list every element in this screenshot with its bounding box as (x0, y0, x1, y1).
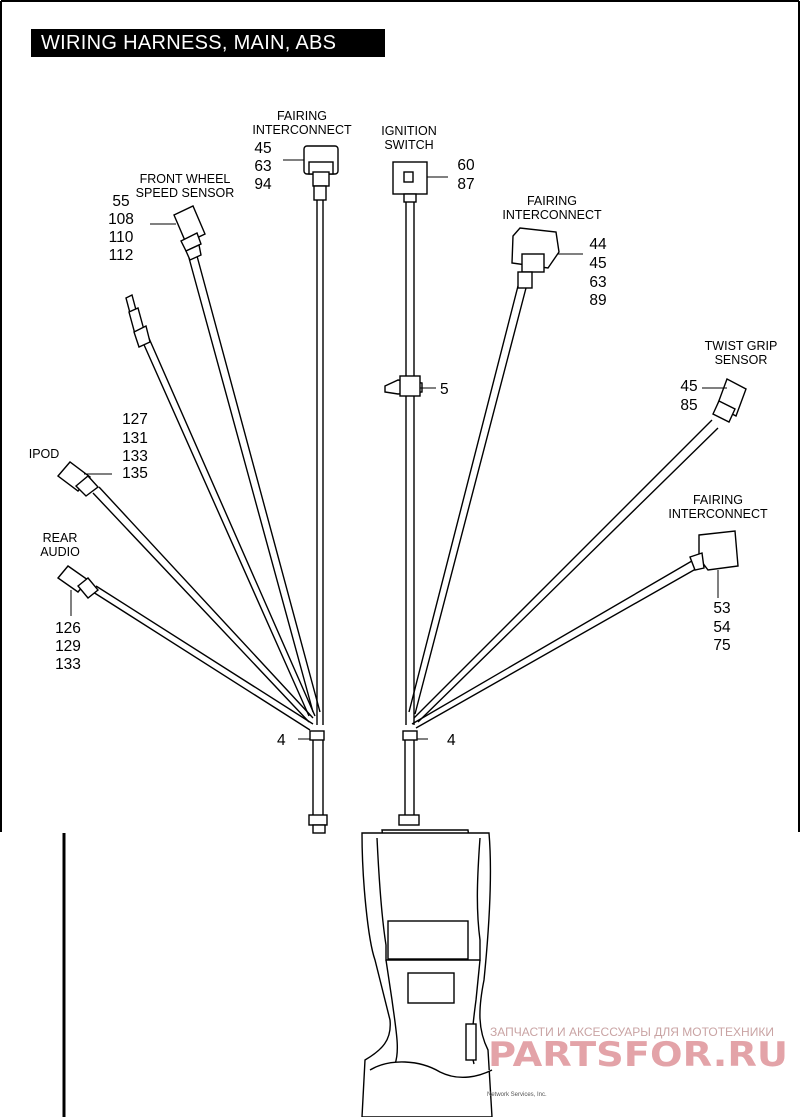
cable-tie-right (402, 730, 428, 741)
front-wheel-number: 112 (109, 247, 134, 264)
tie-left-number: 4 (277, 732, 286, 749)
fairing-right-label-line1: FAIRING (527, 194, 577, 208)
callout-front-wheel: FRONT WHEEL SPEED SENSOR 55 108 110 112 (108, 172, 234, 264)
page-title: WIRING HARNESS, MAIN, ABS (31, 29, 385, 57)
rear-audio-number: 133 (55, 656, 81, 673)
rear-audio-label-line2: AUDIO (40, 545, 80, 559)
ipod-connector (56, 461, 112, 497)
front-wheel-number: 108 (108, 211, 134, 228)
fairing-lower-label-line2: INTERCONNECT (668, 507, 768, 521)
ignition-switch-connector (392, 161, 448, 203)
fairing-top-number: 45 (254, 140, 271, 157)
callout-ignition: IGNITION SWITCH 60 87 (381, 124, 475, 193)
fairing-top-number: 94 (254, 176, 272, 193)
callout-fairing-lower: FAIRING INTERCONNECT 53 54 75 (668, 493, 768, 654)
twist-grip-number: 85 (680, 397, 697, 414)
ignition-label-line1: IGNITION (381, 124, 437, 138)
watermark-logo: PARTSFOR.RU (488, 1035, 788, 1075)
fairing-lower-connector (689, 530, 739, 598)
ipod-number: 135 (122, 465, 148, 482)
watermark: ЗАПЧАСТИ И АКСЕССУАРЫ ДЛЯ МОТОТЕХНИКИ PA… (488, 1025, 788, 1075)
fairing-top-label-line2: INTERCONNECT (252, 123, 352, 137)
callout-rear-audio: REAR AUDIO 126 129 133 (40, 531, 81, 673)
right-wire-bundle (404, 199, 719, 815)
fairing-lower-label-line1: FAIRING (693, 493, 743, 507)
fairing-right-connector (511, 227, 583, 289)
watermark-tagline: ЗАПЧАСТИ И АКСЕССУАРЫ ДЛЯ МОТОТЕХНИКИ (490, 1025, 774, 1039)
front-wheel-label-line2: SPEED SENSOR (136, 186, 235, 200)
antenna-pin-connector (125, 293, 151, 348)
twist-grip-label-line2: SENSOR (715, 353, 768, 367)
wire-clip (384, 375, 436, 397)
ipod-label: IPOD (29, 447, 60, 461)
main-harness-trunk (308, 814, 493, 1117)
fairing-right-label-line2: INTERCONNECT (502, 208, 602, 222)
callout-fairing-top: FAIRING INTERCONNECT 45 63 94 (252, 109, 352, 193)
cable-tie-left (298, 730, 325, 741)
front-wheel-label-line1: FRONT WHEEL (140, 172, 231, 186)
fairing-right-number: 45 (589, 255, 606, 272)
fairing-top-connector (283, 145, 339, 201)
ipod-number: 131 (122, 430, 148, 447)
clip-number: 5 (440, 381, 449, 398)
twist-grip-number: 45 (680, 378, 697, 395)
callout-twist-grip: TWIST GRIP SENSOR 45 85 (680, 339, 777, 414)
front-wheel-number: 55 (112, 193, 129, 210)
fairing-lower-number: 54 (713, 619, 731, 636)
tie-right-number: 4 (447, 732, 456, 749)
fairing-top-number: 63 (254, 158, 271, 175)
rear-audio-number: 129 (55, 638, 81, 655)
fairing-lower-number: 75 (713, 637, 730, 654)
rear-audio-label-line1: REAR (43, 531, 78, 545)
rear-audio-number: 126 (55, 620, 81, 637)
callout-fairing-right: FAIRING INTERCONNECT 44 45 63 89 (502, 194, 607, 309)
fairing-top-label-line1: FAIRING (277, 109, 327, 123)
twist-grip-sensor-connector (702, 378, 747, 423)
front-wheel-speed-sensor-connector (150, 205, 206, 261)
credit-text: Network Services, Inc. (487, 1092, 547, 1098)
ignition-number: 87 (457, 176, 474, 193)
ignition-label-line2: SWITCH (384, 138, 433, 152)
front-wheel-number: 110 (109, 229, 134, 246)
fairing-right-number: 63 (589, 274, 606, 291)
ipod-number: 133 (122, 448, 148, 465)
fairing-right-number: 44 (589, 236, 607, 253)
rear-audio-connector (56, 565, 99, 616)
twist-grip-label-line1: TWIST GRIP (705, 339, 778, 353)
left-wire-bundle (92, 198, 324, 815)
fairing-lower-number: 53 (713, 600, 730, 617)
ipod-number: 127 (122, 411, 148, 428)
ignition-number: 60 (457, 157, 475, 174)
fairing-right-number: 89 (589, 292, 606, 309)
callout-ipod: IPOD 127 131 133 135 (29, 411, 148, 482)
